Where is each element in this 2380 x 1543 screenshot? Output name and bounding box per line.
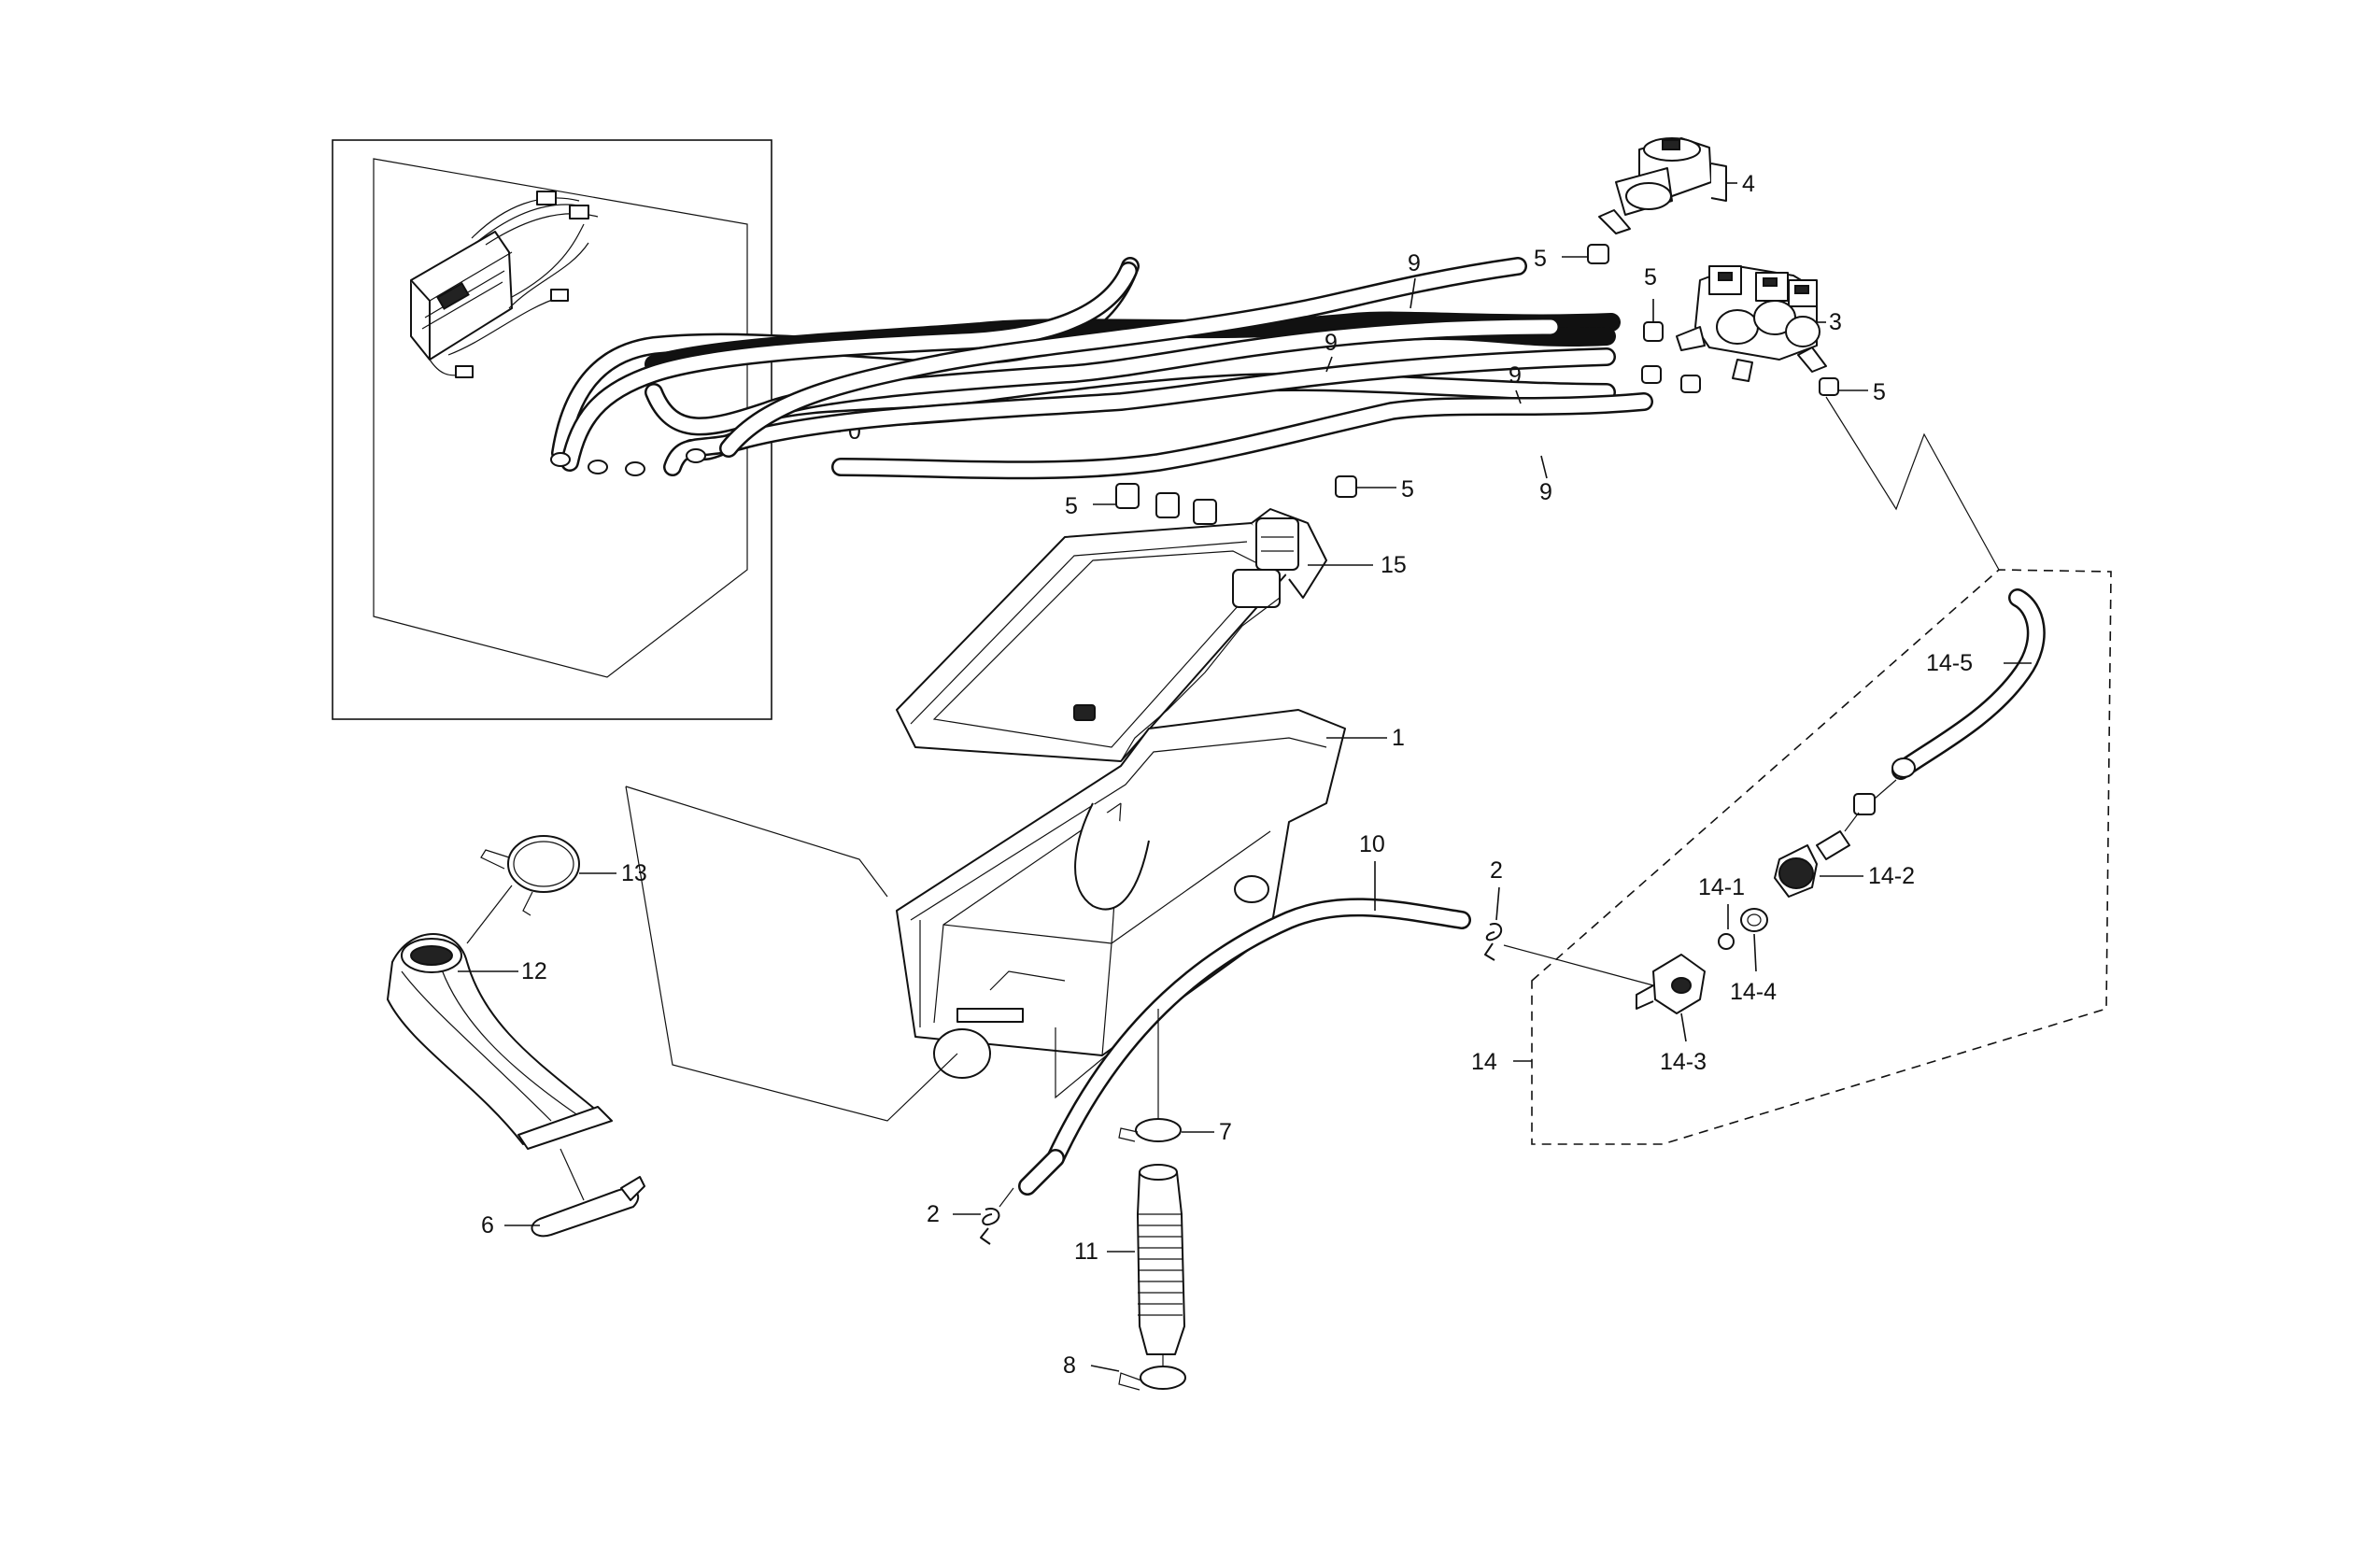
label-7: 7: [1219, 1119, 1232, 1145]
label-2b: 2: [1490, 857, 1503, 884]
label-13: 13: [621, 860, 647, 886]
label-5d: 5: [1065, 493, 1078, 519]
label-5e: 5: [1401, 476, 1414, 503]
label-14-4: 14-4: [1730, 979, 1777, 1005]
part-8-clamp: 8: [1063, 1352, 1186, 1391]
label-5b: 5: [1644, 264, 1657, 290]
label-14-3: 14-3: [1660, 1049, 1707, 1075]
label-14: 14: [1471, 1049, 1497, 1075]
part-2-clip-upper: 2: [1484, 857, 1654, 986]
part-2-clip-lower: 2: [927, 1187, 1014, 1245]
label-12: 12: [521, 958, 547, 984]
label-9b: 9: [1325, 330, 1338, 356]
label-10: 10: [1359, 831, 1385, 857]
label-11: 11: [1074, 1239, 1098, 1265]
label-5c: 5: [1873, 379, 1886, 405]
label-15: 15: [1381, 552, 1407, 578]
label-9c: 9: [1509, 362, 1522, 389]
label-8: 8: [1063, 1352, 1076, 1379]
part-9-hoses: 9 9 9 9: [550, 250, 1653, 505]
label-1: 1: [1392, 725, 1405, 751]
part-1-dispenser-housing: 1: [896, 709, 1405, 1079]
label-4: 4: [1742, 171, 1755, 197]
label-9d: 9: [1539, 479, 1552, 505]
part-3-water-valve-multi: 3: [1676, 265, 1842, 382]
label-14-5: 14-5: [1926, 650, 1973, 676]
part-7-clamp: 7: [1118, 1009, 1232, 1145]
part-11-drain-bellow: 11: [1074, 1164, 1185, 1355]
label-9a: 9: [1408, 250, 1421, 276]
label-5a: 5: [1534, 246, 1547, 272]
part-4-water-valve: 4: [1598, 137, 1755, 234]
label-14-2: 14-2: [1868, 863, 1915, 889]
label-3: 3: [1829, 309, 1842, 335]
part-10-hose: 10: [1018, 831, 1471, 1196]
part-12-bellow-hose: 12: [387, 933, 613, 1150]
part-14-inlet-assembly: 14 14-5 14-2 14-1 14-4 14-3: [1471, 396, 2112, 1145]
label-2a: 2: [927, 1201, 940, 1227]
part-15-dispenser-cover: 15: [896, 508, 1407, 762]
label-14-1: 14-1: [1698, 874, 1745, 900]
part-5-clamps: 5 5 5 5 5: [1065, 244, 1886, 525]
label-6: 6: [481, 1212, 494, 1239]
part-0-wiring-assembly: 0: [332, 139, 861, 720]
part-6-clamp: 6: [481, 1148, 645, 1239]
part-13-ring-clamp: 13: [466, 835, 647, 944]
